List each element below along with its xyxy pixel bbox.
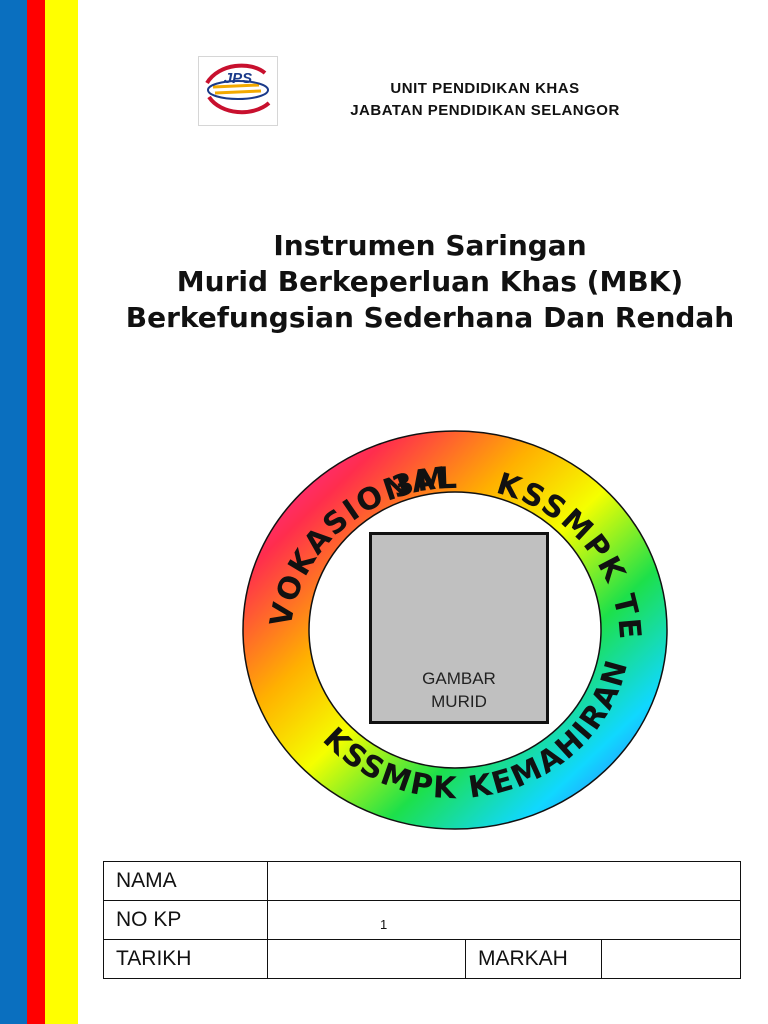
- nama-field[interactable]: [266, 861, 742, 901]
- photo-label-line-1: GAMBAR: [422, 669, 496, 688]
- table-row: NO KP 1: [103, 900, 742, 940]
- markah-field[interactable]: [600, 939, 742, 979]
- header-line-2: JABATAN PENDIDIKAN SELANGOR: [350, 102, 620, 119]
- photo-label-line-2: MURID: [431, 692, 487, 711]
- tarikh-label: TARIKH: [103, 939, 268, 979]
- no-kp-value: 1: [380, 916, 388, 932]
- title-line-2: Murid Berkeperluan Khas (MBK): [176, 265, 684, 298]
- no-kp-field[interactable]: 1: [266, 900, 742, 940]
- markah-label: MARKAH: [465, 939, 602, 979]
- no-kp-label: NO KP: [103, 900, 268, 940]
- left-stripe-blue: [0, 0, 27, 1024]
- header-line-1: UNIT PENDIDIKAN KHAS: [390, 80, 580, 97]
- nama-label: NAMA: [103, 861, 268, 901]
- student-photo-placeholder[interactable]: GAMBAR MURID: [369, 532, 549, 724]
- tarikh-field[interactable]: [267, 939, 466, 979]
- left-stripe-red: [27, 0, 45, 1024]
- header: UNIT PENDIDIKAN KHAS JABATAN PENDIDIKAN …: [300, 78, 670, 122]
- jps-logo: JPS: [198, 56, 278, 126]
- logo-text: JPS: [224, 70, 252, 87]
- table-row: NAMA: [103, 861, 742, 901]
- title-line-1: Instrumen Saringan: [273, 229, 587, 262]
- left-stripe-yellow: [45, 0, 78, 1024]
- student-info-table: NAMA NO KP 1 TARIKH MARKAH: [103, 861, 742, 979]
- photo-label: GAMBAR MURID: [372, 667, 546, 713]
- title-line-3: Berkefungsian Sederhana Dan Rendah: [125, 301, 735, 334]
- table-row: TARIKH MARKAH: [103, 939, 742, 979]
- page-title: Instrumen Saringan Murid Berkeperluan Kh…: [100, 228, 760, 336]
- jps-logo-icon: JPS: [205, 63, 271, 115]
